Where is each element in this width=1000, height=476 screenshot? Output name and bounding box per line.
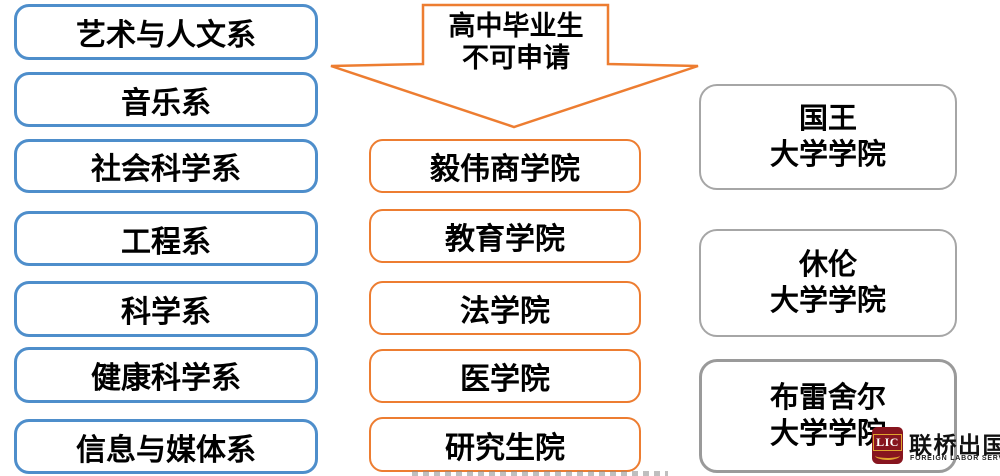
department-box: 科学系	[14, 281, 318, 337]
school-label: 医学院	[460, 363, 550, 396]
lic-badge-text: LIC	[873, 434, 902, 451]
college-box: 布雷舍尔 大学学院	[699, 359, 957, 473]
truncated-caption-text	[412, 471, 668, 476]
department-label: 科学系	[121, 296, 211, 329]
department-label: 健康科学系	[91, 362, 241, 395]
arrow-callout-line1: 高中毕业生	[448, 11, 584, 41]
college-label-line2: 大学学院	[769, 139, 886, 171]
department-box: 工程系	[14, 211, 318, 266]
school-label: 教育学院	[445, 223, 565, 256]
department-label: 音乐系	[121, 86, 211, 120]
school-box: 研究生院	[369, 417, 641, 472]
lianqiao-logo: LIC 联桥出国 FOREIGN LABOR SERVICE	[872, 425, 1000, 473]
college-box: 休伦 大学学院	[699, 229, 957, 337]
department-box: 音乐系	[14, 72, 318, 127]
logo-name: 联桥出国	[909, 432, 1000, 458]
college-label-line1: 布雷舍尔	[769, 381, 886, 414]
department-box: 社会科学系	[14, 139, 318, 193]
school-label: 法学院	[460, 295, 550, 328]
college-label-line1: 休伦	[798, 248, 857, 281]
department-box: 艺术与人文系	[14, 4, 318, 60]
department-label: 信息与媒体系	[76, 433, 256, 467]
department-box: 健康科学系	[14, 347, 318, 403]
department-box: 信息与媒体系	[14, 419, 318, 474]
arrow-callout-text: 高中毕业生 不可申请	[424, 10, 608, 75]
college-label-line1: 国王	[798, 102, 857, 135]
college-label-line2: 大学学院	[769, 418, 886, 450]
school-label: 毅伟商学院	[430, 153, 580, 186]
department-label: 工程系	[121, 225, 211, 259]
college-label-line2: 大学学院	[769, 285, 886, 317]
school-box: 教育学院	[369, 209, 641, 263]
school-box: 医学院	[369, 349, 641, 403]
department-label: 艺术与人文系	[76, 19, 256, 52]
logo-subtitle: FOREIGN LABOR SERVICE	[910, 455, 1000, 462]
school-box: 毅伟商学院	[369, 139, 641, 193]
school-label: 研究生院	[445, 431, 565, 465]
school-box: 法学院	[369, 281, 641, 335]
college-box: 国王 大学学院	[699, 84, 957, 190]
arrow-callout-line2: 不可申请	[462, 43, 570, 74]
lic-badge-icon: LIC	[872, 427, 903, 464]
department-label: 社会科学系	[91, 153, 241, 186]
